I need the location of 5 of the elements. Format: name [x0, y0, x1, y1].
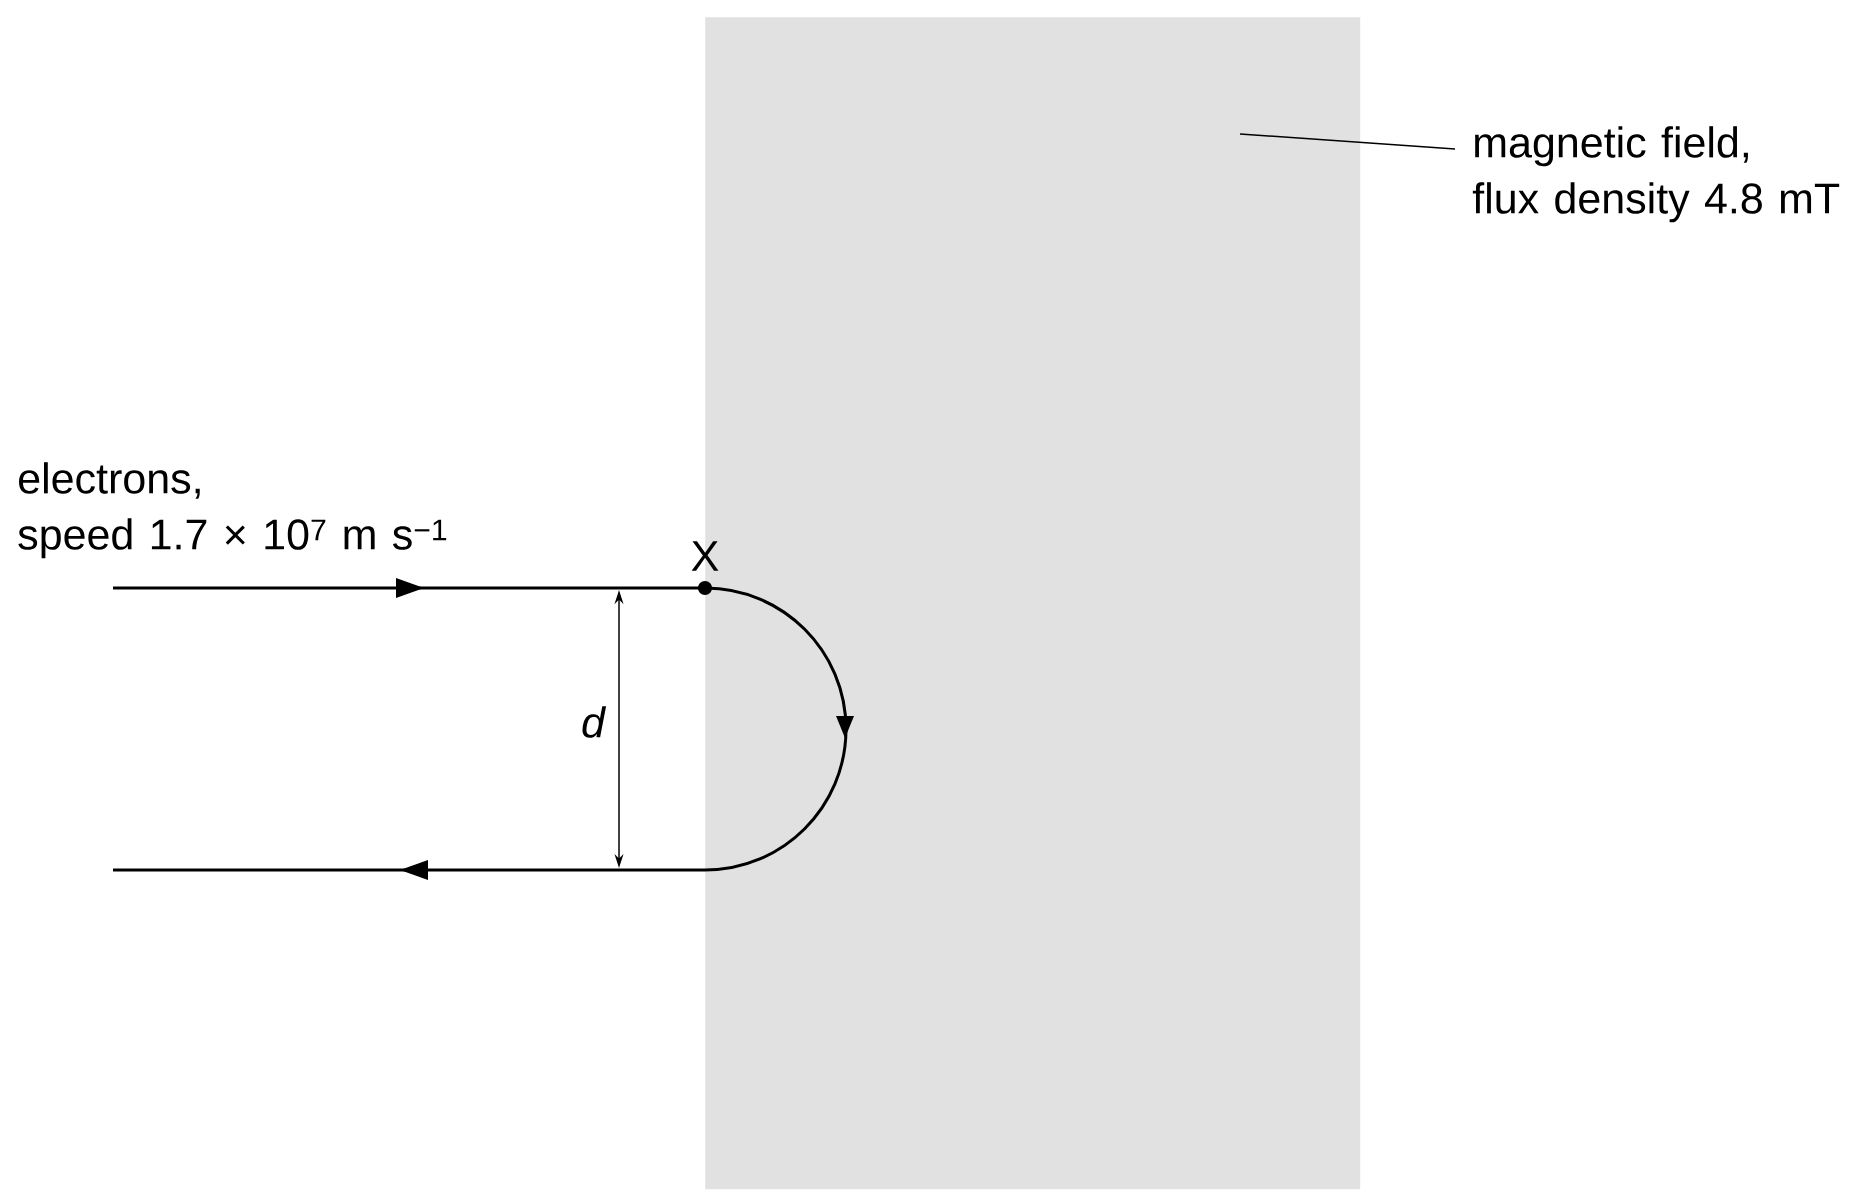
field-label: magnetic field, flux density 4.8 mT [1472, 126, 1840, 223]
leader-line [1239, 133, 1456, 150]
beam-label: electrons, speed 1.7 × 10$^{7}$ m s$^{−1}$ [18, 462, 447, 559]
distance-label: d [582, 706, 607, 738]
point-label: X [691, 541, 719, 571]
